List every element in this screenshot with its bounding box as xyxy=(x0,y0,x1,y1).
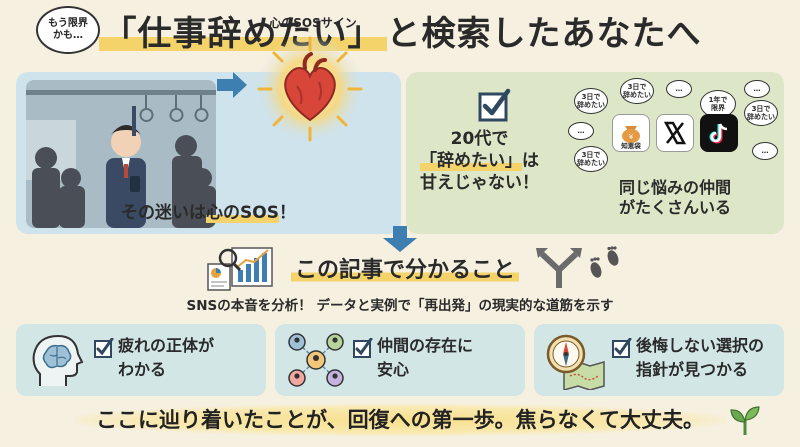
sprout-icon xyxy=(728,404,762,436)
benefit-line1: 後悔しない選択の xyxy=(636,336,765,355)
footprints-icon xyxy=(586,246,624,280)
tiktok-logo-icon xyxy=(700,114,738,152)
checkbox-checked-icon xyxy=(94,337,114,358)
twenties-line1: 20代で xyxy=(450,129,509,149)
money-bag-icon: ¥ 知恵袋 xyxy=(612,114,650,152)
benefit-line1: 疲れの正体が xyxy=(118,336,215,355)
speech-bubble: … xyxy=(752,142,778,160)
footer-message-text: ここに辿り着いたことが、回復への第一歩。焦らなくて大丈夫。 xyxy=(74,404,726,436)
x-logo-icon xyxy=(656,114,694,152)
sos-caption-post: ！ xyxy=(278,203,296,223)
benefit-line1: 仲間の存在に xyxy=(377,336,474,355)
peers-line1: 同じ悩みの仲間 xyxy=(618,178,731,197)
arrow-right-icon xyxy=(217,72,247,102)
twenties-line3: 甘えじゃない！ xyxy=(420,173,539,193)
benefit-card-fatigue: 疲れの正体が わかる xyxy=(16,324,266,396)
twenties-message: 20代で 「辞めたい」は 甘えじゃない！ xyxy=(412,128,547,194)
benefit-card-choice: 後悔しない選択の 指針が見つかる xyxy=(534,324,784,396)
peers-message: 同じ悩みの仲間 がたくさんいる xyxy=(570,178,780,218)
article-heading: この記事で分かること xyxy=(280,252,530,284)
sns-app-cluster: 3日で 辞めたい 3日で 辞めたい … 1年で 限界 … 3日で 辞めたい … … xyxy=(568,78,780,178)
benefit-line2: 指針が見つかる xyxy=(636,360,749,379)
page-title: 「仕事辞めたい」と検索したあなたへ xyxy=(0,6,800,55)
speech-bubble: 3日で 辞めたい xyxy=(574,146,608,172)
benefit-line2: わかる xyxy=(118,360,167,379)
twenties-line2-post: は xyxy=(522,151,539,171)
benefit-text: 疲れの正体が わかる xyxy=(118,334,262,382)
people-network-icon xyxy=(285,330,347,390)
footer-message: ここに辿り着いたことが、回復への第一歩。焦らなくて大丈夫。 xyxy=(0,404,800,436)
title-quote: 「仕事辞めたい」 xyxy=(98,14,387,54)
sos-caption-highlight: 心のSOS xyxy=(206,203,279,223)
speech-bubble: 3日で 辞めたい xyxy=(620,78,654,104)
arrow-down-icon xyxy=(383,226,417,256)
checkbox-checked-icon xyxy=(353,337,373,358)
checkbox-checked-icon xyxy=(478,88,512,122)
article-heading-text: この記事で分かること xyxy=(290,258,519,283)
speech-bubble: … xyxy=(666,80,692,98)
app-label-chiebukuro: 知恵袋 xyxy=(621,141,641,150)
speech-bubble: 3日で 辞めたい xyxy=(744,100,778,126)
speech-bubble: … xyxy=(568,122,594,140)
thought-bubble: もう限界 かも… xyxy=(36,6,100,54)
sos-caption: その迷いは心のSOS！ xyxy=(16,198,401,223)
peers-line2: がたくさんいる xyxy=(618,198,731,217)
benefit-text: 仲間の存在に 安心 xyxy=(377,334,521,382)
twenties-line2-highlight: 「辞めたい」 xyxy=(420,151,522,171)
sos-sign-label: 心のSOSサイン xyxy=(269,16,357,30)
analysis-chart-icon xyxy=(206,244,278,292)
benefit-line2: 安心 xyxy=(377,360,410,379)
benefit-text: 後悔しない選択の 指針が見つかる xyxy=(636,334,780,382)
sos-caption-pre: その迷いは xyxy=(121,203,207,223)
article-subtitle: SNSの本音を分析！ データと実例で「再出発」の現実的な道筋を示す xyxy=(186,298,614,314)
checkbox-checked-icon xyxy=(612,337,632,358)
benefit-card-peers: 仲間の存在に 安心 xyxy=(275,324,525,396)
svg-text:¥: ¥ xyxy=(629,133,634,141)
speech-bubble: … xyxy=(744,80,770,98)
crossroad-arrow-icon xyxy=(534,244,584,290)
speech-bubble: 3日で 辞めたい xyxy=(574,88,608,114)
head-brain-icon xyxy=(26,330,88,390)
glowing-heart-icon xyxy=(255,34,365,144)
title-rest: と検索したあなたへ xyxy=(386,14,702,54)
speech-bubble: 1年で 限界 xyxy=(700,90,736,118)
train-commuter-illustration xyxy=(26,80,216,228)
compass-map-icon xyxy=(544,330,606,391)
